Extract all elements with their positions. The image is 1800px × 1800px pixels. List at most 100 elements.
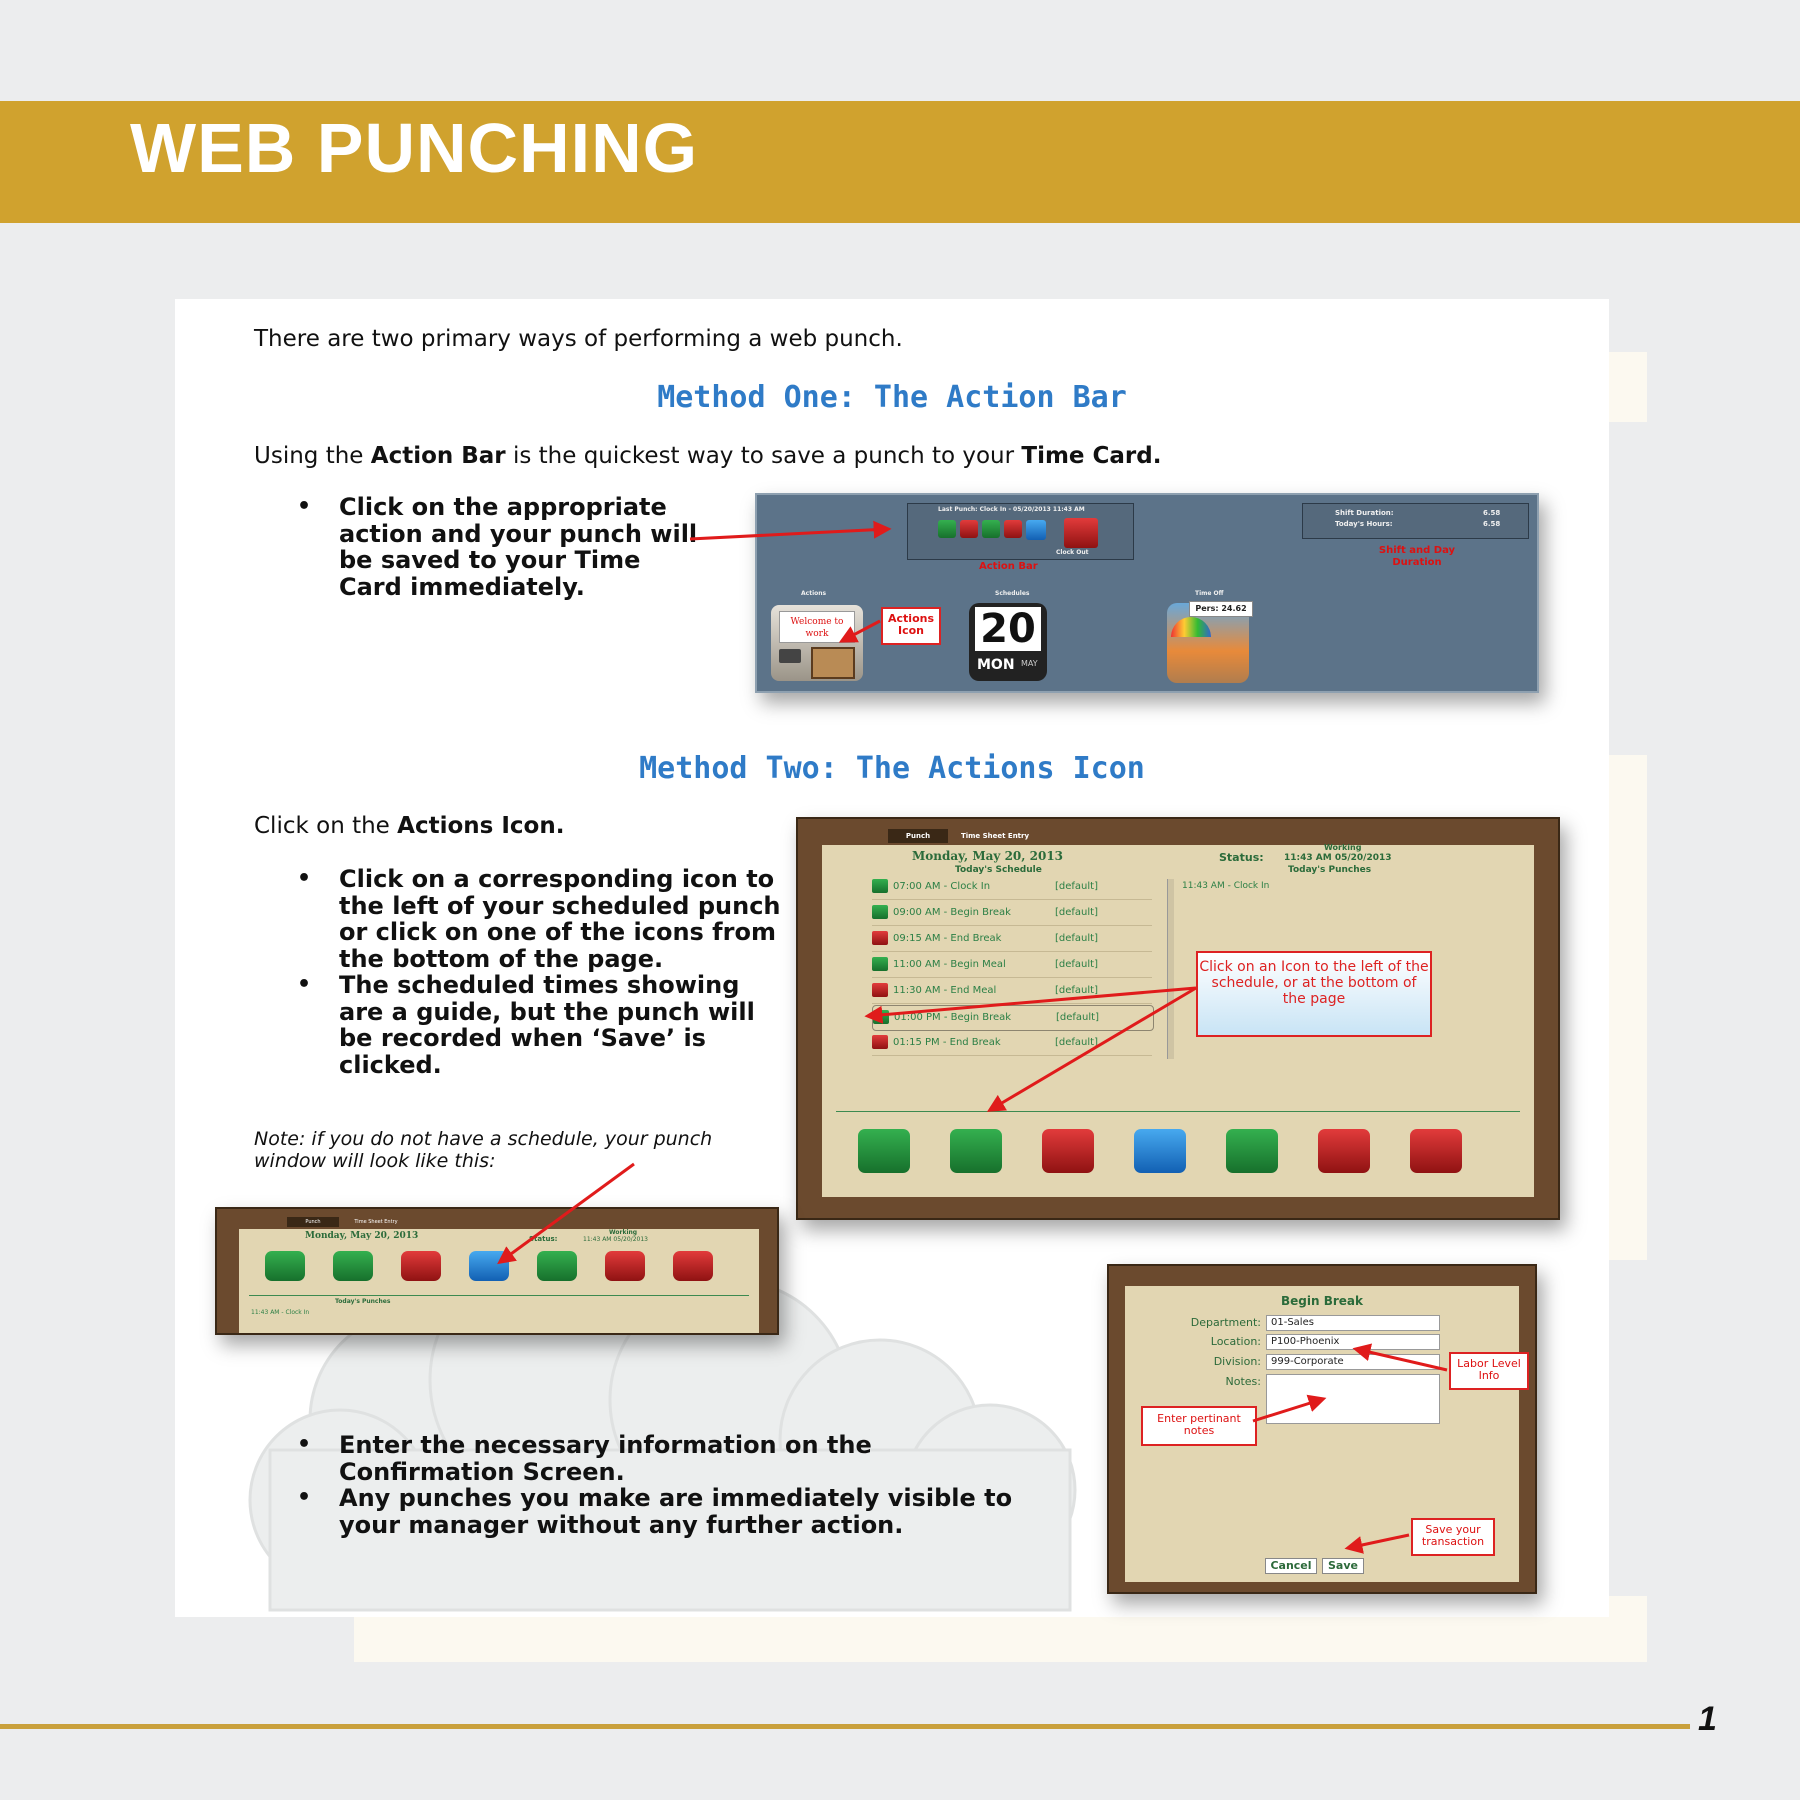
schedule-tag: [default]	[1055, 907, 1098, 918]
hours-value: 6.58	[1483, 520, 1501, 528]
duration-panel: Shift Duration: Today's Hours: 6.58 6.58	[1302, 503, 1529, 539]
end-meal-icon[interactable]	[872, 983, 888, 997]
status-working: Working	[609, 1229, 638, 1236]
method-two-bullet-2: The scheduled times showing are a guide,…	[297, 972, 787, 1078]
calendar-day: 20	[975, 607, 1041, 651]
cancel-button[interactable]: Cancel	[1265, 1558, 1317, 1574]
division-select[interactable]: 999-Corporate	[1266, 1354, 1440, 1370]
method-one-bullets: Click on the appropriate action and your…	[297, 494, 707, 600]
begin-break-icon[interactable]	[872, 905, 888, 919]
schedule-tag: [default]	[1055, 881, 1098, 892]
department-select[interactable]: 01-Sales	[1266, 1315, 1440, 1331]
method-one-lead: Using the Action Bar is the quickest way…	[254, 443, 1161, 470]
schedule-row[interactable]: 07:00 AM - Clock In[default]	[872, 875, 1152, 900]
confirmation-bullet-1: Enter the necessary information on the C…	[297, 1432, 1047, 1485]
tab-punch[interactable]: Punch	[888, 829, 948, 843]
end-break-icon[interactable]	[872, 931, 888, 945]
lead-text: Click on the	[254, 813, 398, 839]
punch-window-screenshot: Punch Time Sheet Entry Monday, May 20, 2…	[796, 817, 1560, 1220]
actions-icon-callout: Actions Icon	[881, 607, 941, 645]
begin-break-icon[interactable]	[873, 1010, 889, 1024]
action-icon-2[interactable]	[960, 520, 978, 538]
save-callout: Save your transaction	[1411, 1518, 1495, 1556]
decor-strip-1	[1609, 352, 1647, 422]
icon-end-meal[interactable]	[605, 1251, 645, 1281]
schedule-row[interactable]: 11:30 AM - End Meal [default]	[872, 979, 1152, 1004]
confirmation-bullets: Enter the necessary information on the C…	[297, 1432, 1047, 1538]
actions-title: Actions	[801, 590, 827, 597]
bottom-icon-end-meal[interactable]	[1318, 1129, 1370, 1173]
schedules-calendar-icon[interactable]: 20 MON MAY	[969, 603, 1047, 681]
department-label: Department:	[1190, 1316, 1261, 1329]
schedule-row[interactable]: 09:00 AM - Begin Break[default]	[872, 901, 1152, 926]
bottom-icon-transfer[interactable]	[1134, 1129, 1186, 1173]
action-icon-3[interactable]	[982, 520, 1000, 538]
icon-end-break[interactable]	[401, 1251, 441, 1281]
bottom-icon-clock-out[interactable]	[1410, 1129, 1462, 1173]
footer-rule	[0, 1724, 1690, 1729]
bottom-icon-begin-break[interactable]	[950, 1129, 1002, 1173]
action-icon-4[interactable]	[1004, 520, 1022, 538]
terminal-icon	[779, 649, 801, 663]
actions-icon-callout-text: Actions Icon	[888, 612, 934, 637]
schedule-time: 01:15 PM - End Break	[893, 1037, 1001, 1048]
method-two-bullet-1: Click on a corresponding icon to the lef…	[297, 866, 787, 972]
bottom-icon-begin-meal[interactable]	[1226, 1129, 1278, 1173]
todays-hours-label: Today's Hours:	[1335, 520, 1393, 528]
begin-meal-icon[interactable]	[872, 957, 888, 971]
tab-timesheet[interactable]: Time Sheet Entry	[354, 1219, 398, 1225]
calendar-month: MAY	[1021, 659, 1038, 668]
action-bar-screenshot: Last Punch: Clock In - 05/20/2013 11:43 …	[755, 493, 1539, 693]
action-icon-1[interactable]	[938, 520, 956, 538]
icon-transfer[interactable]	[469, 1251, 509, 1281]
schedule-row-highlighted[interactable]: 01:00 PM - Begin Break [default]	[872, 1005, 1154, 1031]
lead-bold-actions-icon: Actions Icon.	[397, 813, 565, 839]
status-label: Status:	[529, 1235, 558, 1243]
schedule-row[interactable]: 11:00 AM - Begin Meal[default]	[872, 953, 1152, 978]
location-select[interactable]: P100-Phoenix	[1266, 1334, 1440, 1350]
division-label: Division:	[1213, 1355, 1261, 1368]
icon-clock-out[interactable]	[673, 1251, 713, 1281]
schedule-row[interactable]: 09:15 AM - End Break[default]	[872, 927, 1152, 952]
action-icon-transfer[interactable]	[1026, 520, 1046, 540]
bottom-icon-clock-in[interactable]	[858, 1129, 910, 1173]
save-button[interactable]: Save	[1322, 1558, 1364, 1574]
todays-schedule-title: Today's Schedule	[955, 865, 1042, 875]
method-two-bullets: Click on a corresponding icon to the lef…	[297, 866, 787, 1078]
icon-begin-break[interactable]	[333, 1251, 373, 1281]
schedule-scrollbar[interactable]	[1167, 879, 1174, 1059]
lead-text-mid: is the quickest way to save a punch to y…	[505, 443, 1022, 469]
actions-icon[interactable]: Welcome to work	[771, 605, 863, 681]
page-number: 1	[1698, 1700, 1717, 1738]
schedule-time: 01:00 PM - Begin Break	[894, 1012, 1012, 1023]
last-punch-panel: Last Punch: Clock In - 05/20/2013 11:43 …	[907, 503, 1134, 560]
bottom-icon-end-break[interactable]	[1042, 1129, 1094, 1173]
punch-date: Monday, May 20, 2013	[912, 849, 1064, 863]
time-off-icon[interactable]: Pers: 24.62	[1167, 601, 1253, 683]
tab-punch[interactable]: Punch	[287, 1217, 339, 1227]
method-one-bullet: Click on the appropriate action and your…	[297, 494, 707, 600]
time-off-title: Time Off	[1195, 590, 1224, 597]
calendar-weekday: MON	[977, 657, 1015, 673]
schedule-tag: [default]	[1056, 1012, 1099, 1023]
schedule-tag: [default]	[1055, 985, 1098, 996]
notes-callout-text: Enter pertinant notes	[1157, 1412, 1241, 1437]
notes-textarea[interactable]	[1266, 1374, 1440, 1424]
punch-entry: 11:43 AM - Clock In	[251, 1309, 310, 1316]
method-one-heading: Method One: The Action Bar	[657, 380, 1127, 415]
icon-clock-in[interactable]	[265, 1251, 305, 1281]
icon-begin-meal[interactable]	[537, 1251, 577, 1281]
schedule-row[interactable]: 01:15 PM - End Break[default]	[872, 1031, 1152, 1056]
welcome-text: Welcome to work	[790, 617, 844, 639]
punch-entry: 11:43 AM - Clock In	[1182, 881, 1270, 891]
action-icon-clock-out[interactable]	[1064, 518, 1098, 548]
divider-line	[249, 1295, 749, 1296]
tab-timesheet[interactable]: Time Sheet Entry	[950, 829, 1040, 843]
end-break-icon[interactable]	[872, 1035, 888, 1049]
clock-in-icon[interactable]	[872, 879, 888, 893]
status-label: Status:	[1219, 851, 1264, 864]
labor-level-callout: Labor Level Info	[1449, 1352, 1529, 1390]
schedule-time: 11:30 AM - End Meal	[893, 985, 997, 996]
location-label: Location:	[1210, 1335, 1261, 1348]
clock-out-label: Clock Out	[1056, 549, 1089, 556]
